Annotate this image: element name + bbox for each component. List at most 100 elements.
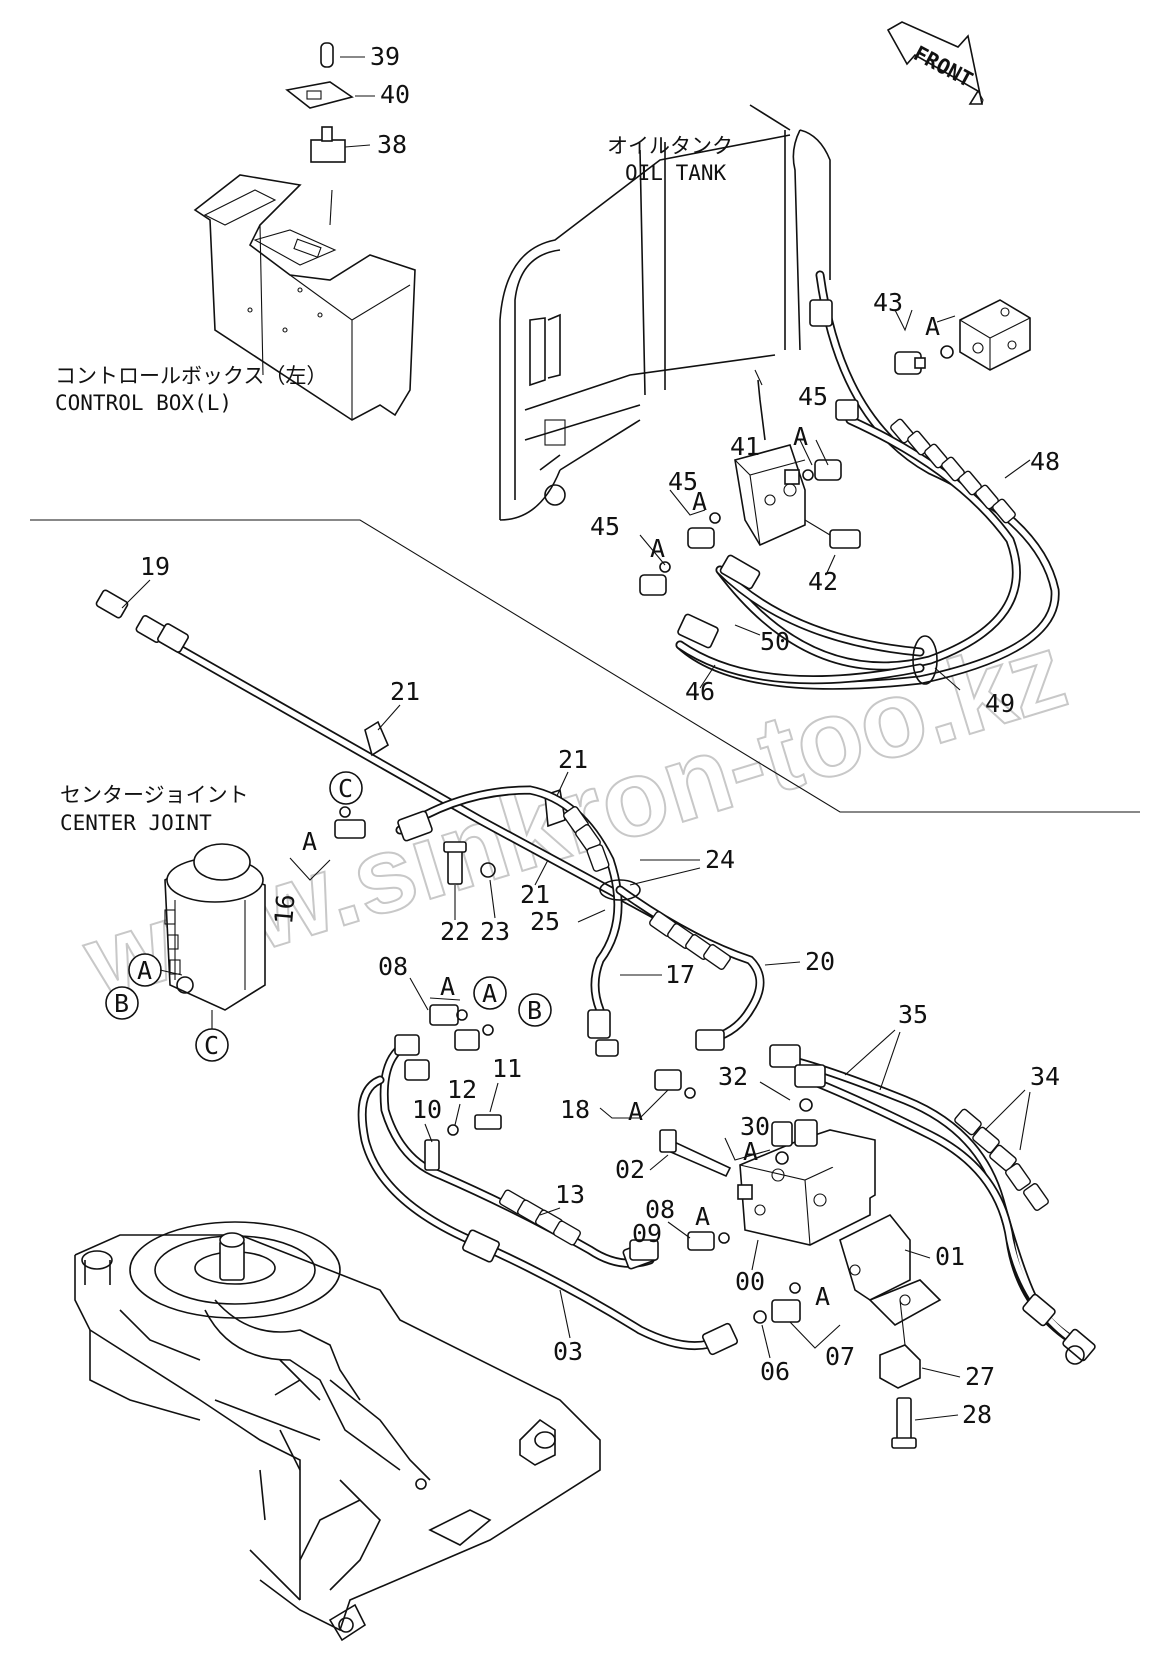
plate-40-icon xyxy=(285,81,354,109)
label-16-a: A xyxy=(302,827,317,856)
knob-39-icon xyxy=(320,42,334,68)
control-box-drawing xyxy=(193,42,416,421)
label-46: 46 xyxy=(685,677,715,706)
callout-a-08-letter: A xyxy=(482,979,497,1008)
label-06: 06 xyxy=(760,1357,790,1386)
label-25: 25 xyxy=(530,907,560,936)
callout-a-joint-letter: A xyxy=(137,956,152,985)
label-19: 19 xyxy=(140,552,170,581)
clamp-10-icon xyxy=(424,1139,440,1171)
label-34: 34 xyxy=(1030,1062,1060,1091)
hoses-13-03 xyxy=(357,1004,739,1356)
fitting-16-icon xyxy=(334,819,366,839)
label-10: 10 xyxy=(412,1095,442,1124)
hoses-48-50-46 xyxy=(675,270,1060,690)
label-18-a: A xyxy=(628,1097,643,1126)
label-45-top-a: A xyxy=(793,422,808,451)
oring-06-icon xyxy=(753,1310,767,1324)
bolt-11-icon xyxy=(474,1114,502,1130)
center-joint-caption-en: CENTER JOINT xyxy=(60,811,212,835)
label-01: 01 xyxy=(935,1242,965,1271)
label-18: 18 xyxy=(560,1095,590,1124)
label-45-low: 45 xyxy=(590,512,620,541)
switch-lever-icon xyxy=(321,126,333,142)
fitting-18-icon xyxy=(654,1069,682,1091)
label-38: 38 xyxy=(377,130,407,159)
center-joint-caption-jp: センタージョイント xyxy=(60,783,249,807)
frame-assembly-drawing xyxy=(74,1221,601,1642)
label-49: 49 xyxy=(985,689,1015,718)
callout-c-bottom-letter: C xyxy=(204,1031,219,1060)
fitting-08-top-icon xyxy=(429,1004,459,1026)
label-42: 42 xyxy=(808,567,838,596)
label-23: 23 xyxy=(480,917,510,946)
fitting-08-bottom-icon xyxy=(687,1231,715,1251)
hose-48-ribs xyxy=(890,418,1016,524)
callout-c-top-letter: C xyxy=(338,774,353,803)
label-02: 02 xyxy=(615,1155,645,1184)
callout-b-08 xyxy=(518,993,552,1027)
washer-23-icon xyxy=(480,862,496,878)
label-39: 39 xyxy=(370,42,400,71)
label-11: 11 xyxy=(492,1054,522,1083)
valve-41 xyxy=(734,369,806,547)
label-09: 09 xyxy=(632,1219,662,1248)
front-arrow: FRONT xyxy=(886,21,984,105)
bracket-01 xyxy=(839,1213,942,1326)
hoses-35-34 xyxy=(769,1044,1096,1365)
fitting-09-icon xyxy=(629,1239,659,1261)
front-label: FRONT xyxy=(910,41,977,92)
oil-tank-caption-en: OIL TANK xyxy=(625,161,727,185)
fitting-07-icon xyxy=(771,1299,801,1323)
label-20: 20 xyxy=(805,947,835,976)
callout-b-joint xyxy=(105,986,139,1020)
label-08-bottom-a: A xyxy=(695,1202,710,1231)
label-07-a: A xyxy=(815,1282,830,1311)
label-45-mid-a: A xyxy=(692,487,707,516)
hoses-24-17-20 xyxy=(395,785,765,1057)
label-35: 35 xyxy=(898,1000,928,1029)
callout-b-08-letter: B xyxy=(527,996,542,1025)
label-45-mid: 45 xyxy=(668,467,698,496)
callout-c-top xyxy=(329,771,363,805)
label-48: 48 xyxy=(1030,447,1060,476)
label-45-low-a: A xyxy=(650,534,665,563)
bolt-42-icon xyxy=(829,529,861,549)
label-43-a: A xyxy=(925,312,940,341)
label-28: 28 xyxy=(962,1400,992,1429)
label-13: 13 xyxy=(555,1180,585,1209)
label-08-top-a: A xyxy=(440,972,455,1001)
label-41: 41 xyxy=(730,432,760,461)
callout-a-08 xyxy=(473,976,507,1010)
label-30: 30 xyxy=(740,1112,770,1141)
label-00: 00 xyxy=(735,1267,765,1296)
label-40: 40 xyxy=(380,80,410,109)
label-24: 24 xyxy=(705,845,735,874)
label-21-a: 21 xyxy=(390,677,420,706)
oil-tank-drawing xyxy=(499,104,831,521)
label-03: 03 xyxy=(553,1337,583,1366)
clip-27-icon xyxy=(879,1344,921,1389)
label-22: 22 xyxy=(440,917,470,946)
label-32: 32 xyxy=(718,1062,748,1091)
callout-b-joint-letter: B xyxy=(114,989,129,1018)
label-17: 17 xyxy=(665,960,695,989)
label-43: 43 xyxy=(873,288,903,317)
label-07: 07 xyxy=(825,1342,855,1371)
valve-block-00 xyxy=(737,1129,876,1246)
switch-38-icon xyxy=(310,139,346,163)
washer-12-icon xyxy=(447,1124,459,1136)
control-box-caption-jp: コントロールボックス（左） xyxy=(55,364,327,388)
label-30-a: A xyxy=(743,1137,758,1166)
label-21-b: 21 xyxy=(558,745,588,774)
label-12: 12 xyxy=(447,1075,477,1104)
bolt-28-icon xyxy=(896,1397,912,1443)
center-joint-drawing xyxy=(164,806,366,1011)
fitting-32-icon xyxy=(794,1119,818,1147)
label-50: 50 xyxy=(760,627,790,656)
control-box-caption-en: CONTROL BOX(L) xyxy=(55,391,232,415)
bolt-22-head-icon xyxy=(443,841,467,853)
label-45-top: 45 xyxy=(798,382,828,411)
label-08-top: 08 xyxy=(378,952,408,981)
